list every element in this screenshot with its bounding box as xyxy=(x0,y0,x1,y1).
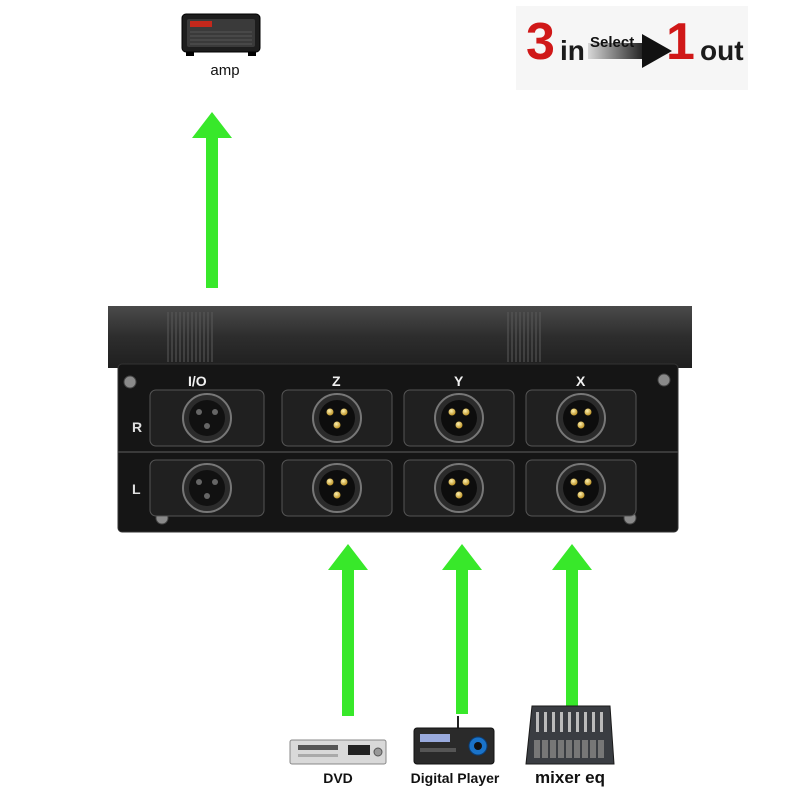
port-label-x: X xyxy=(576,373,586,389)
source-label-digital-player: Digital Player xyxy=(410,770,500,786)
amp-icon xyxy=(181,13,261,56)
source-label-mixer-eq: mixer eq xyxy=(535,768,605,787)
port-label-z: Z xyxy=(332,373,341,389)
arrow-up-icon xyxy=(328,544,368,716)
arrow-up-icon xyxy=(552,544,592,720)
row-label-r: R xyxy=(132,419,142,435)
select-arrow-icon xyxy=(588,34,672,68)
logo-select-word: Select xyxy=(590,34,635,51)
xlr-male-icon xyxy=(525,389,637,517)
port-label-io: I/O xyxy=(188,373,207,389)
digital-player-icon xyxy=(413,716,495,765)
amp-label: amp xyxy=(210,62,240,79)
selector-logo: 3 in Select 1 out xyxy=(516,6,748,90)
xlr-female-icon xyxy=(149,389,265,517)
logo-outputs-number: 1 xyxy=(666,13,695,71)
arrow-up-icon xyxy=(442,544,482,714)
xlr-male-icon xyxy=(403,389,515,517)
row-label-l: L xyxy=(132,481,141,497)
xlr-male-icon xyxy=(281,389,393,517)
arrow-up-icon xyxy=(192,112,232,288)
source-label-dvd: DVD xyxy=(323,770,353,786)
dvd-player-icon xyxy=(289,739,387,765)
logo-outputs-word: out xyxy=(700,35,744,66)
logo-inputs-number: 3 xyxy=(526,13,555,71)
logo-inputs-word: in xyxy=(560,35,585,66)
xlr-switch-panel: I/O Z Y X R L xyxy=(108,306,692,533)
mixer-icon xyxy=(525,705,615,765)
port-label-y: Y xyxy=(454,373,464,389)
